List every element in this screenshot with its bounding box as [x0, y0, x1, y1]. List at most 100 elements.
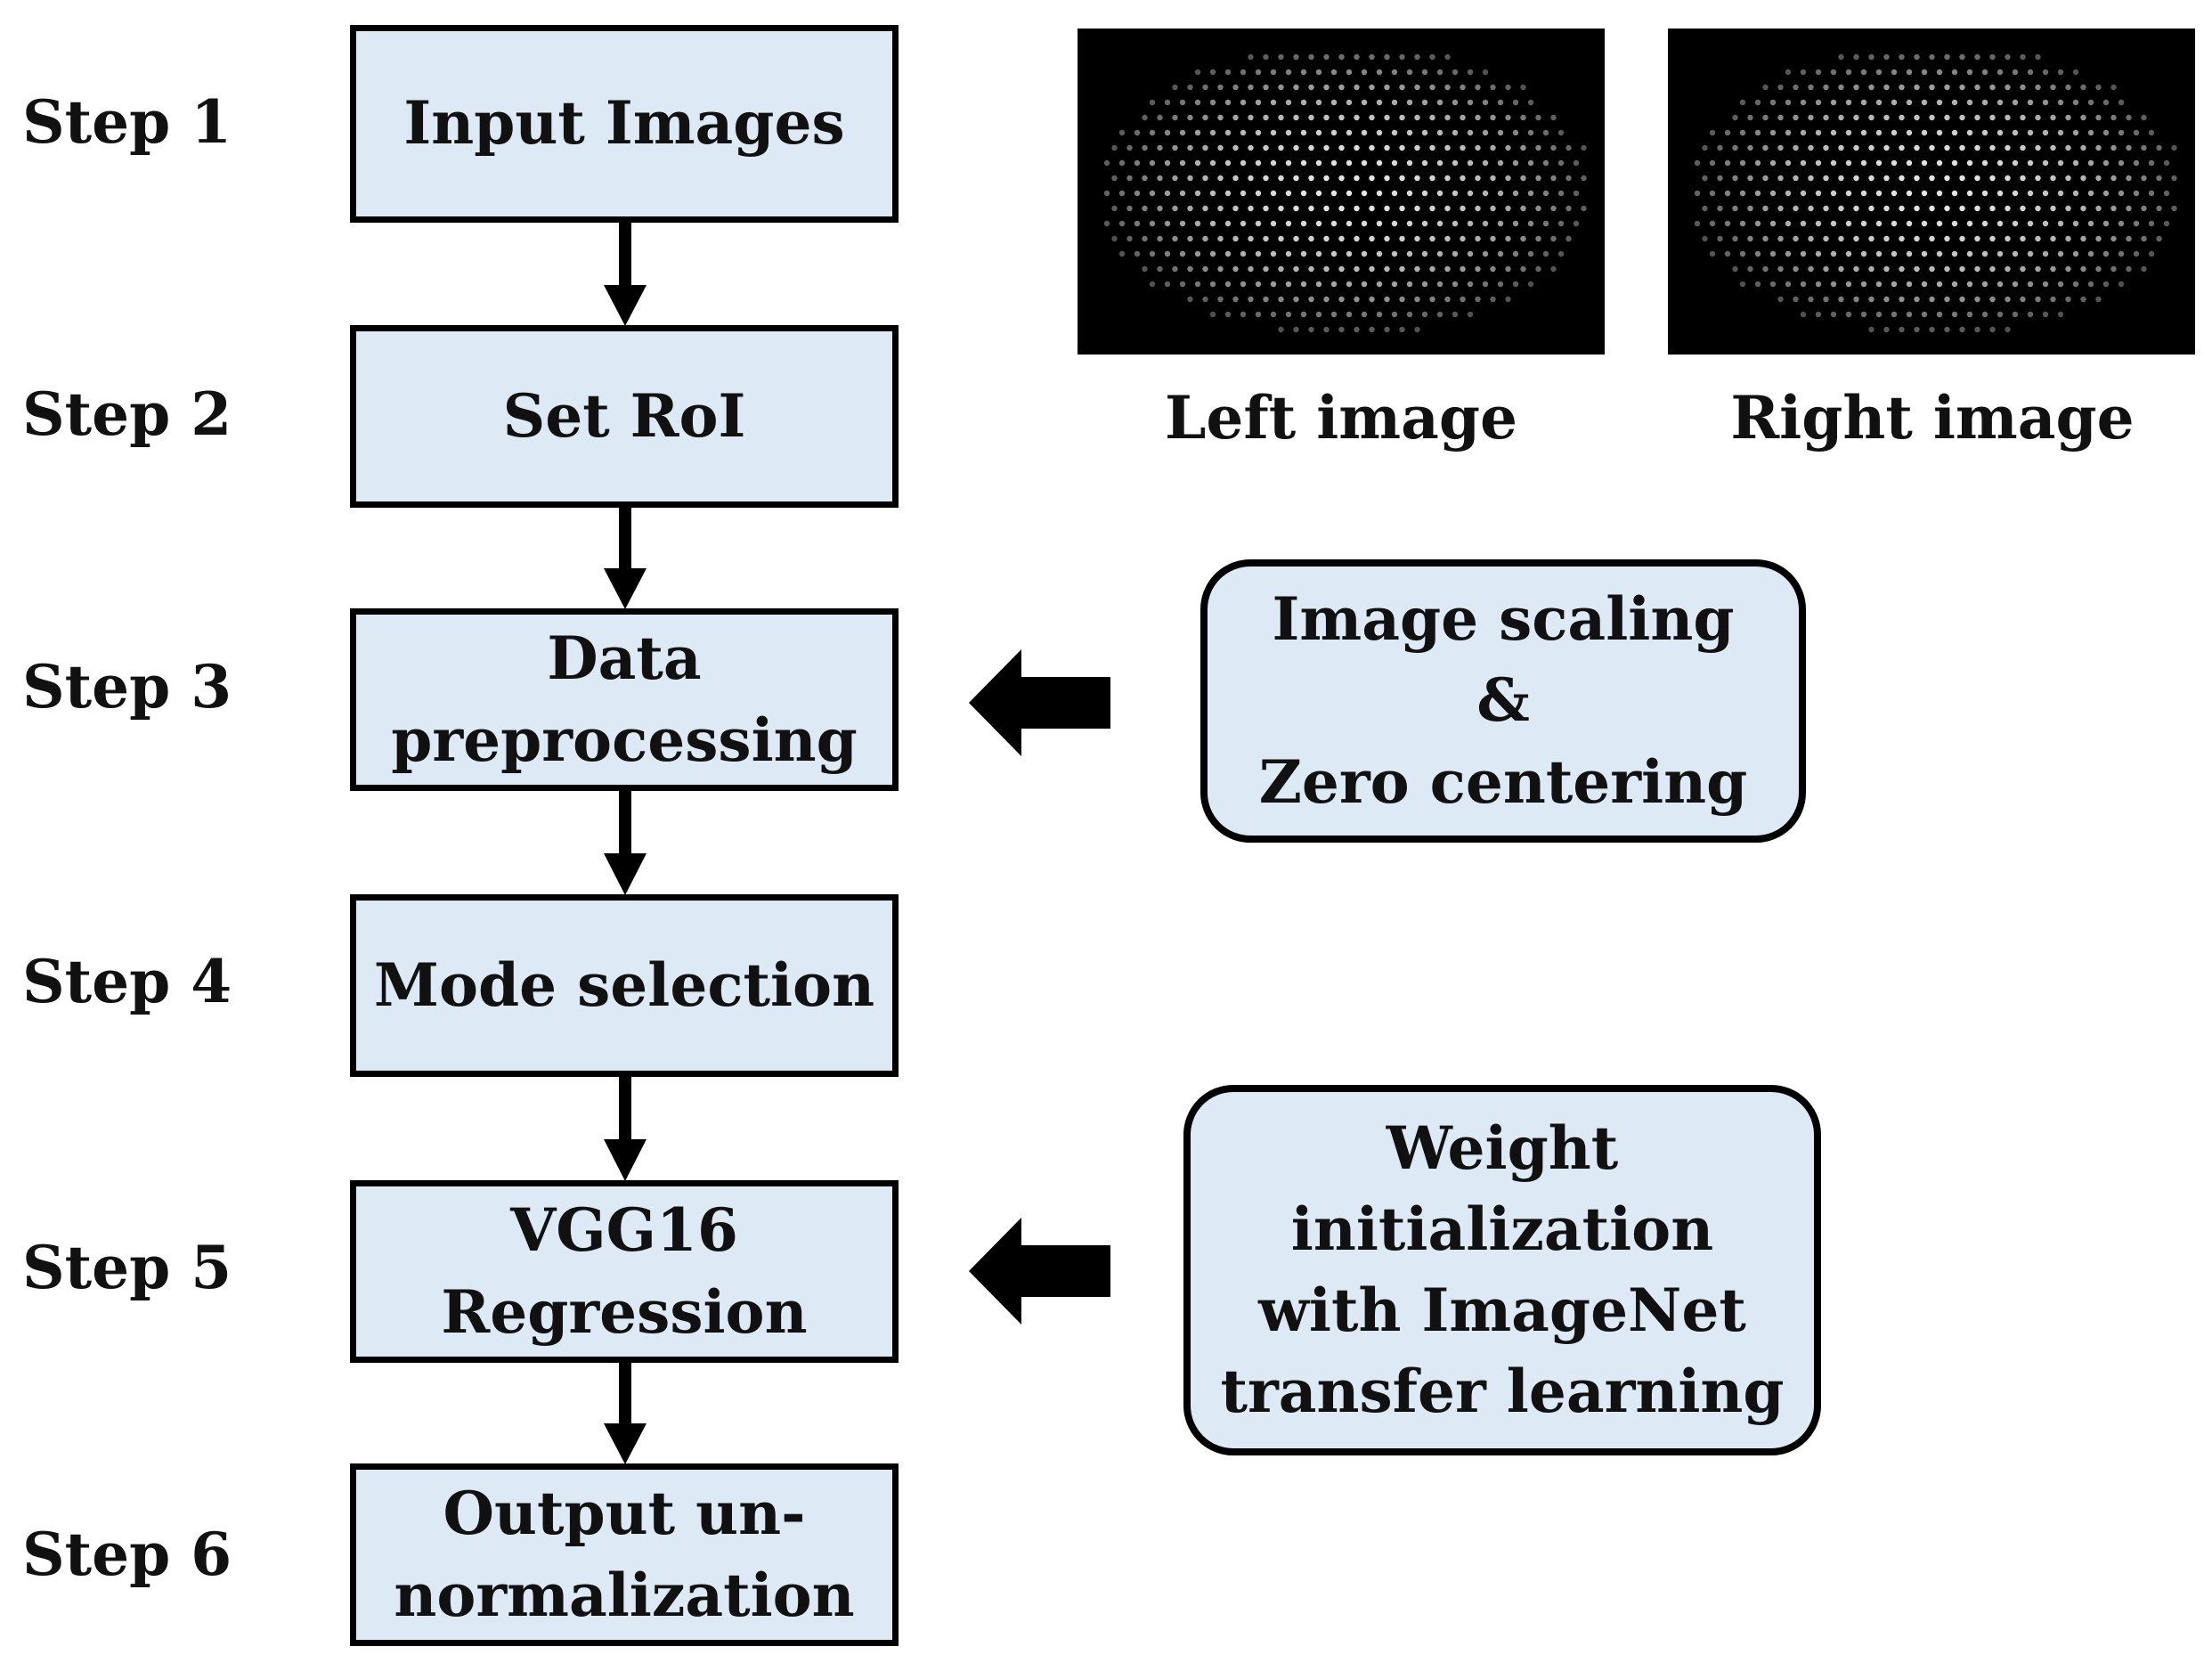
projected-dot — [1278, 114, 1284, 121]
projected-dot — [1830, 69, 1837, 76]
projected-dot — [1452, 159, 1459, 167]
projected-dot — [1285, 220, 1292, 227]
projected-dot — [1429, 296, 1435, 303]
projected-dot — [1330, 250, 1338, 257]
projected-dot — [2163, 220, 2170, 227]
projected-dot — [1263, 114, 1269, 121]
projected-dot — [1777, 175, 1784, 182]
projected-dot — [1293, 265, 1299, 273]
projected-dot — [1482, 250, 1489, 257]
projected-dot — [1209, 250, 1216, 257]
projected-dot — [2087, 190, 2094, 197]
projected-dot — [1467, 69, 1474, 76]
projected-dot — [1959, 326, 1965, 333]
projected-dot — [2020, 114, 2026, 121]
projected-dot — [1542, 159, 1549, 167]
projected-dot — [1989, 53, 1996, 61]
projected-dot — [1315, 220, 1322, 227]
projected-dot — [1157, 235, 1163, 242]
projected-dot — [1436, 250, 1443, 257]
projected-dot — [1149, 190, 1156, 197]
projected-dot — [1293, 144, 1299, 151]
projected-dot — [2110, 114, 2117, 121]
projected-dot — [1142, 175, 1148, 182]
projected-dot — [1232, 114, 1239, 121]
projected-dot — [1565, 144, 1572, 151]
projected-dot — [1308, 175, 1314, 182]
projected-dot — [2065, 144, 2071, 151]
projected-dot — [1891, 69, 1898, 76]
projected-dot — [1369, 114, 1375, 121]
projected-dot — [1883, 205, 1890, 212]
projected-dot — [2027, 281, 2034, 288]
projected-dot — [1769, 159, 1777, 167]
projected-dot — [1966, 159, 1973, 167]
projected-dot — [2050, 175, 2056, 182]
projected-dot — [2126, 265, 2132, 273]
mode-selection-box: Mode selection — [350, 894, 899, 1077]
projected-dot — [1793, 84, 1799, 91]
projected-dot — [1929, 326, 1935, 333]
projected-dot — [1800, 159, 1807, 167]
projected-dot — [1899, 265, 1905, 273]
projected-dot — [1217, 235, 1224, 242]
projected-dot — [1989, 265, 1996, 273]
projected-dot — [2035, 84, 2041, 91]
projected-dot — [1369, 296, 1375, 303]
projected-dot — [1482, 99, 1489, 106]
projected-dot — [1278, 296, 1284, 303]
projected-dot — [1270, 250, 1277, 257]
projected-dot — [1966, 190, 1973, 197]
projected-dot — [1944, 114, 1950, 121]
projected-dot — [1754, 281, 1761, 288]
projected-dot — [2020, 175, 2026, 182]
projected-dot — [1808, 144, 1814, 151]
projected-dot — [1338, 326, 1345, 333]
projected-dot — [1444, 205, 1451, 212]
projected-dot — [1384, 326, 1390, 333]
projected-dot — [1527, 159, 1534, 167]
projected-dot — [1777, 235, 1784, 242]
projected-dot — [1959, 296, 1965, 303]
projected-dot — [1694, 220, 1701, 227]
projected-dot — [1202, 175, 1208, 182]
projected-dot — [1989, 175, 1996, 182]
projected-dot — [2042, 69, 2049, 76]
projected-dot — [1966, 220, 1973, 227]
projected-dot — [1565, 175, 1572, 182]
projected-dot — [1747, 114, 1753, 121]
projected-dot — [1793, 144, 1799, 151]
projected-dot — [1202, 114, 1208, 121]
projected-dot — [1875, 99, 1883, 106]
projected-dot — [1981, 250, 1988, 257]
projected-dot — [1830, 250, 1837, 257]
projected-dot — [2050, 296, 2056, 303]
projected-dot — [2163, 159, 2170, 167]
projected-dot — [1444, 144, 1451, 151]
projected-dot — [1921, 281, 1928, 288]
projected-dot — [2020, 205, 2026, 212]
projected-dot — [1830, 311, 1837, 318]
projected-dot — [1263, 144, 1269, 151]
projected-dot — [1406, 129, 1413, 136]
projected-dot — [1860, 190, 1867, 197]
projected-dot — [1989, 114, 1996, 121]
projected-dot — [1270, 159, 1277, 167]
projected-dot — [1103, 159, 1110, 167]
projected-dot — [1914, 235, 1920, 242]
projected-dot — [1929, 175, 1935, 182]
projected-dot — [2110, 144, 2117, 151]
projected-dot — [2080, 114, 2086, 121]
projected-dot — [2042, 190, 2049, 197]
projected-dot — [1369, 84, 1375, 91]
projected-dot — [1717, 144, 1723, 151]
projected-dot — [1754, 250, 1761, 257]
projected-dot — [1929, 114, 1935, 121]
projected-dot — [1921, 220, 1928, 227]
projected-dot — [1793, 175, 1799, 182]
projected-dot — [1421, 69, 1428, 76]
projected-dot — [1187, 265, 1193, 273]
projected-dot — [1951, 250, 1958, 257]
projected-dot — [1883, 296, 1890, 303]
projected-dot — [1414, 205, 1420, 212]
